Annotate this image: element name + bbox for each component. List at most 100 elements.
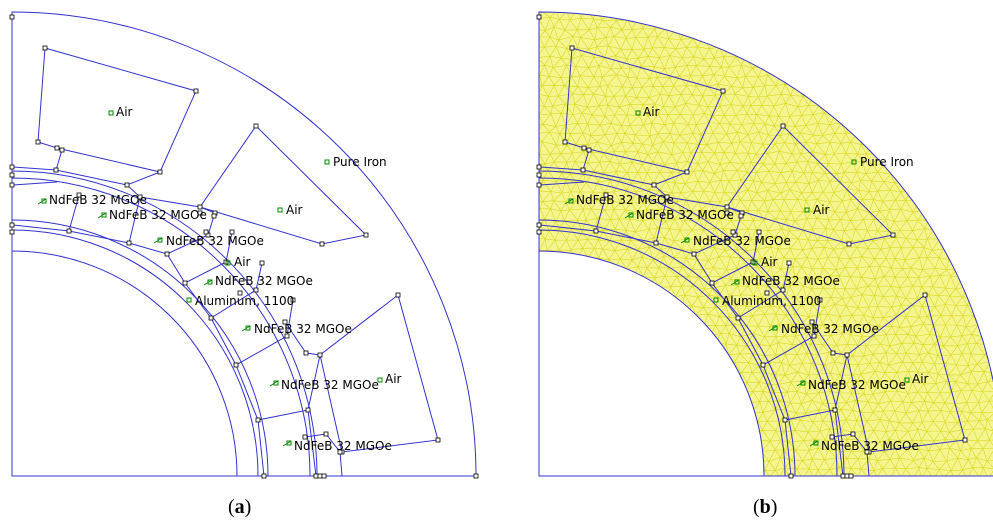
label-marker bbox=[108, 110, 114, 116]
node-marker bbox=[305, 407, 311, 413]
material-label: Air bbox=[385, 372, 402, 386]
node-marker bbox=[738, 213, 744, 219]
node-marker bbox=[817, 297, 823, 303]
node-marker bbox=[323, 431, 329, 437]
region-boundary bbox=[210, 299, 294, 366]
node-marker bbox=[780, 123, 786, 129]
node-marker bbox=[536, 172, 542, 178]
node-marker bbox=[691, 251, 697, 257]
label-marker bbox=[286, 440, 292, 446]
region-boundary bbox=[184, 262, 263, 319]
node-marker bbox=[42, 45, 48, 51]
material-label: NdFeB 32 MGOe bbox=[742, 274, 840, 288]
node-marker bbox=[724, 210, 730, 216]
node-marker bbox=[786, 260, 792, 266]
region-boundary bbox=[37, 47, 197, 173]
node-marker bbox=[864, 449, 870, 455]
node-marker bbox=[211, 213, 217, 219]
node-marker bbox=[229, 229, 235, 235]
node-marker bbox=[9, 229, 15, 235]
node-marker bbox=[395, 292, 401, 298]
node-marker bbox=[255, 417, 261, 423]
label-marker bbox=[377, 377, 383, 383]
node-marker bbox=[811, 333, 817, 339]
region-boundary bbox=[595, 194, 607, 232]
region-boundary bbox=[737, 299, 821, 366]
label-marker bbox=[273, 380, 279, 386]
node-marker bbox=[846, 241, 852, 247]
node-marker bbox=[809, 319, 815, 325]
label-marker bbox=[800, 380, 806, 386]
label-marker bbox=[804, 207, 810, 213]
node-marker bbox=[536, 164, 542, 170]
region-boundary bbox=[711, 262, 790, 319]
shaft-arc bbox=[538, 250, 765, 477]
node-marker bbox=[536, 14, 542, 20]
node-marker bbox=[164, 251, 170, 257]
label-marker bbox=[186, 297, 192, 303]
rotor-outer-arc bbox=[538, 177, 838, 477]
node-marker bbox=[684, 169, 690, 175]
node-marker bbox=[53, 167, 59, 173]
node-marker bbox=[536, 229, 542, 235]
node-marker bbox=[850, 431, 856, 437]
label-marker bbox=[568, 198, 574, 204]
label-marker bbox=[245, 325, 251, 331]
material-label: NdFeB 32 MGOe bbox=[808, 378, 906, 392]
material-label: Aluminum, 1100 bbox=[722, 294, 821, 308]
node-marker bbox=[788, 473, 794, 479]
label-marker bbox=[635, 110, 641, 116]
material-label: NdFeB 32 MGOe bbox=[166, 234, 264, 248]
node-marker bbox=[9, 172, 15, 178]
label-marker bbox=[324, 159, 330, 165]
shaft-arc bbox=[11, 250, 238, 477]
node-marker bbox=[284, 333, 290, 339]
material-label: Air bbox=[234, 255, 251, 269]
node-marker bbox=[832, 407, 838, 413]
caption-a: (a) bbox=[228, 496, 252, 518]
material-label: NdFeB 32 MGOe bbox=[781, 322, 879, 336]
node-marker bbox=[720, 88, 726, 94]
node-marker bbox=[593, 228, 599, 234]
node-marker bbox=[290, 297, 296, 303]
node-marker bbox=[208, 315, 214, 321]
node-marker bbox=[193, 88, 199, 94]
node-marker bbox=[302, 434, 308, 440]
label-marker bbox=[713, 297, 719, 303]
caption-b: (b) bbox=[753, 496, 778, 518]
region-boundary bbox=[307, 409, 317, 477]
node-marker bbox=[830, 350, 836, 356]
material-label: Air bbox=[813, 203, 830, 217]
region-boundary bbox=[199, 125, 368, 245]
node-marker bbox=[319, 241, 325, 247]
node-marker bbox=[962, 437, 968, 443]
node-marker bbox=[363, 232, 369, 238]
material-label: Air bbox=[761, 255, 778, 269]
node-marker bbox=[536, 182, 542, 188]
node-marker bbox=[9, 14, 15, 20]
label-marker bbox=[684, 237, 690, 243]
region-boundary bbox=[12, 149, 63, 171]
material-label: Pure Iron bbox=[333, 155, 387, 169]
material-label: NdFeB 32 MGOe bbox=[693, 234, 791, 248]
region-boundary bbox=[539, 181, 585, 186]
node-marker bbox=[580, 167, 586, 173]
region-boundary bbox=[834, 409, 844, 477]
node-marker bbox=[76, 192, 82, 198]
node-marker bbox=[730, 229, 736, 235]
node-marker bbox=[259, 260, 265, 266]
node-marker bbox=[337, 449, 343, 455]
node-marker bbox=[709, 280, 715, 286]
node-marker bbox=[764, 290, 770, 296]
region-boundary bbox=[831, 433, 870, 477]
label-marker bbox=[772, 325, 778, 331]
label-marker bbox=[225, 260, 231, 266]
node-marker bbox=[664, 194, 670, 200]
magnet-arc bbox=[538, 229, 786, 477]
node-marker bbox=[9, 222, 15, 228]
node-marker bbox=[54, 145, 60, 151]
material-label: NdFeB 32 MGOe bbox=[109, 208, 207, 222]
node-marker bbox=[9, 164, 15, 170]
